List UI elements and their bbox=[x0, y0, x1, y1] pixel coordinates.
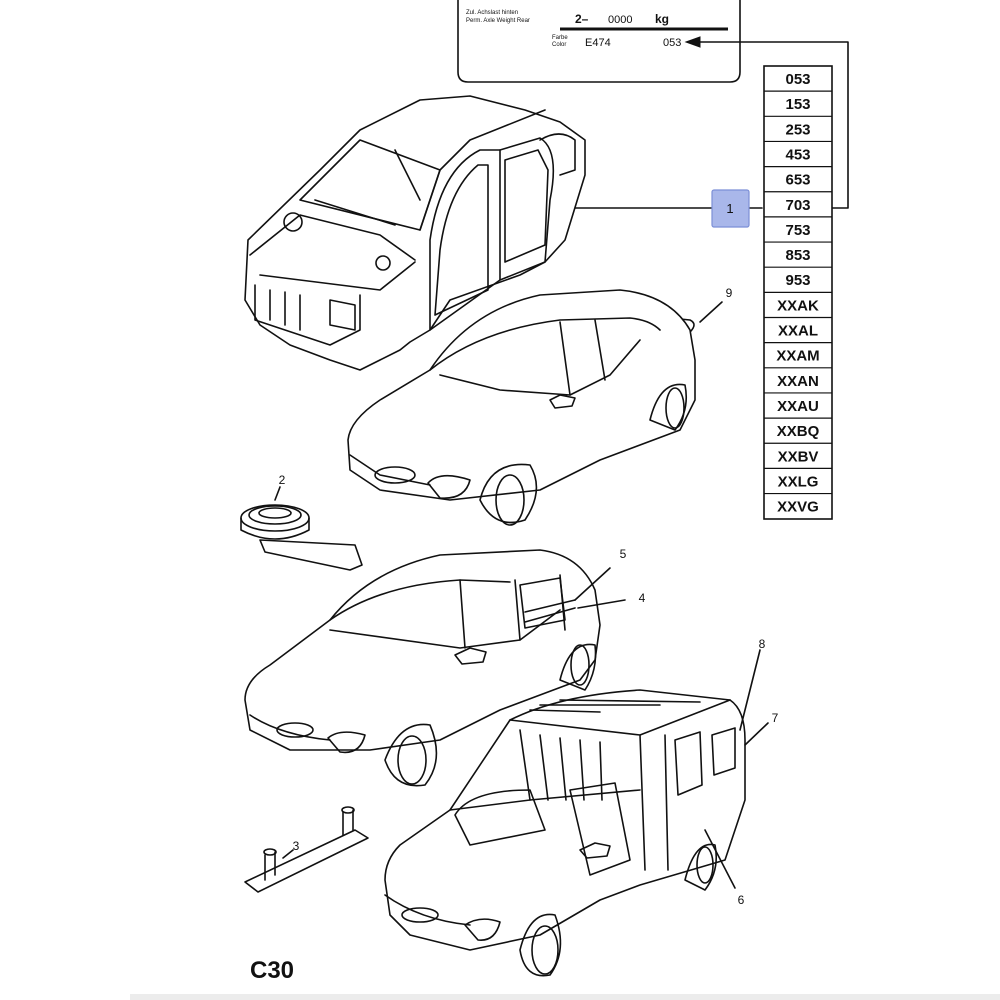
color-code-cell: 653 bbox=[785, 172, 810, 189]
part-2-tape-roll: 2 bbox=[240, 473, 363, 571]
color-code-cell: 053 bbox=[785, 71, 810, 88]
color-code-cell: 453 bbox=[785, 146, 810, 163]
color-code-cell: XXLG bbox=[778, 473, 819, 490]
paint-plate: Zul. Achslast hinten Perm. Axle Weight R… bbox=[457, 0, 849, 209]
color-code-cell: XXAN bbox=[777, 373, 819, 390]
axle-value-prefix: 2– bbox=[575, 12, 589, 26]
callout-2-label: 2 bbox=[279, 473, 286, 487]
callout-3-label: 3 bbox=[293, 839, 300, 853]
callout-5-label: 5 bbox=[620, 547, 627, 561]
color-code-cell: 253 bbox=[785, 121, 810, 138]
color-code-cell: XXBV bbox=[778, 448, 819, 465]
callout-1-label: 1 bbox=[726, 201, 733, 216]
color-label-line1: Farbe bbox=[552, 35, 568, 41]
hatchback-5door-drawing: 5 4 bbox=[244, 547, 646, 787]
page-code: C30 bbox=[250, 957, 294, 984]
color-code-cell: XXBQ bbox=[777, 423, 820, 440]
axle-value: 0000 bbox=[608, 14, 632, 26]
color-code-cell: 153 bbox=[785, 96, 810, 113]
callout-8-label: 8 bbox=[759, 637, 766, 651]
body-shell-drawing bbox=[244, 95, 586, 371]
callout-6-label: 6 bbox=[738, 893, 745, 907]
color-code-cell: XXVG bbox=[777, 499, 819, 516]
callout-4-label: 4 bbox=[639, 591, 646, 605]
van-drawing: 8 7 6 bbox=[384, 637, 779, 977]
color-code-cell: XXAM bbox=[776, 348, 819, 365]
hatchback-3door-drawing bbox=[347, 289, 696, 526]
arrow-head-icon bbox=[684, 36, 701, 48]
axle-label-line1: Zul. Achslast hinten bbox=[466, 10, 518, 16]
color-code-cell: XXAU bbox=[777, 398, 819, 415]
color-label-line2: Color bbox=[552, 42, 566, 48]
color-code-cell: XXAK bbox=[777, 297, 819, 314]
color-code-cell: 853 bbox=[785, 247, 810, 264]
callout-7-label: 7 bbox=[772, 711, 779, 725]
color-code-cell: 753 bbox=[785, 222, 810, 239]
callout-9-label: 9 bbox=[726, 286, 733, 300]
color-code: E474 bbox=[585, 37, 611, 49]
callout-1-highlight[interactable] bbox=[711, 189, 750, 228]
callout-1-group: 1 bbox=[552, 189, 763, 228]
axle-unit: kg bbox=[655, 12, 669, 26]
color-code-cell: XXAL bbox=[778, 323, 818, 340]
color-code-cell: 703 bbox=[785, 197, 810, 214]
color-number: 053 bbox=[663, 37, 681, 49]
axle-label-line2: Perm. Axle Weight Rear bbox=[466, 18, 530, 24]
footer-bar bbox=[130, 994, 1000, 1000]
color-code-cell: 953 bbox=[785, 272, 810, 289]
part-3-stud-plate: 3 bbox=[244, 806, 369, 893]
